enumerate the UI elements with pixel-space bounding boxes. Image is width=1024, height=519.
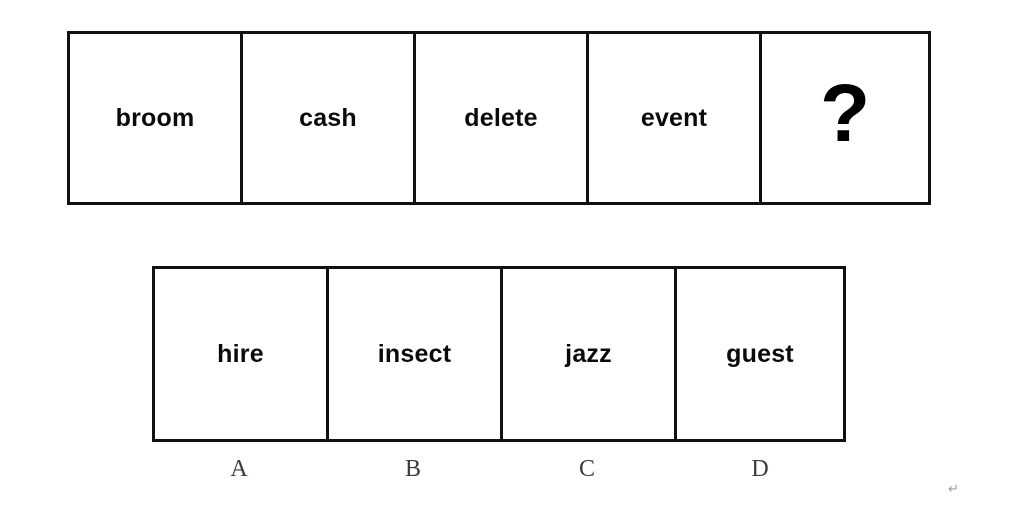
option-cell-b[interactable]: insect: [329, 269, 503, 439]
option-label-slot-a: A: [152, 452, 326, 486]
sequence-cell-1: broom: [70, 34, 243, 202]
return-mark-icon: ↵: [948, 481, 959, 496]
question-mark-icon: ?: [819, 68, 871, 159]
sequence-word-3: delete: [464, 103, 538, 132]
option-label-d: D: [751, 456, 769, 482]
option-label-b: B: [404, 456, 421, 482]
option-cell-d[interactable]: guest: [677, 269, 843, 439]
option-word-b: insect: [377, 339, 452, 368]
option-label-slot-c: C: [500, 452, 674, 486]
option-word-d: guest: [726, 339, 794, 368]
sequence-cell-2: cash: [243, 34, 416, 202]
option-label-c: C: [578, 456, 595, 482]
word-sequence-row: broom cash delete event ?: [67, 31, 931, 205]
sequence-word-4: event: [640, 103, 708, 132]
sequence-cell-4: event: [589, 34, 762, 202]
option-label-row: A B C D: [152, 452, 846, 486]
sequence-word-2: cash: [299, 103, 357, 132]
sequence-cell-5-unknown: ?: [762, 34, 928, 202]
option-word-c: jazz: [565, 339, 612, 368]
sequence-cell-3: delete: [416, 34, 589, 202]
option-label-slot-b: B: [326, 452, 500, 486]
option-word-a: hire: [217, 339, 264, 368]
option-label-slot-d: D: [674, 452, 846, 486]
option-cell-a[interactable]: hire: [155, 269, 329, 439]
option-cell-c[interactable]: jazz: [503, 269, 677, 439]
answer-options-row: hire insect jazz guest: [152, 266, 846, 442]
sequence-word-1: broom: [115, 103, 195, 132]
option-label-a: A: [230, 456, 248, 482]
